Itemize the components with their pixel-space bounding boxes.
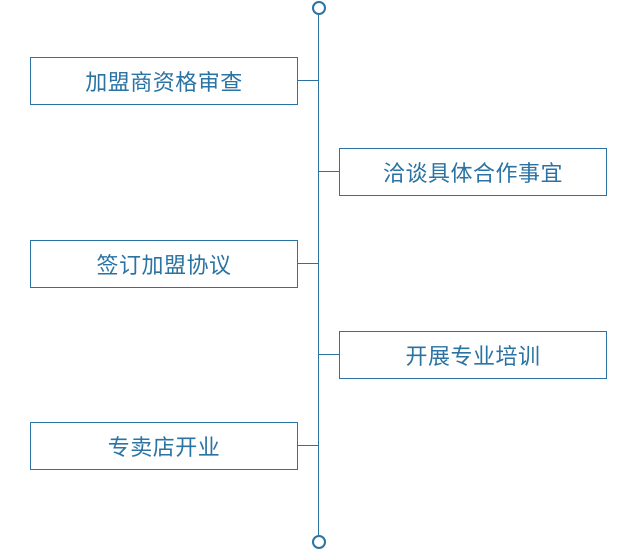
- step-label: 加盟商资格审查: [85, 71, 243, 96]
- step-label: 洽谈具体合作事宜: [382, 162, 563, 187]
- step-connector: [319, 171, 340, 172]
- step-connector: [319, 354, 340, 355]
- timeline-end-node-icon: [312, 535, 326, 549]
- timeline-start-node-icon: [312, 1, 326, 15]
- step-box-sign-agreement: 签订加盟协议: [30, 240, 298, 288]
- step-box-store-opening: 专卖店开业: [30, 422, 298, 470]
- timeline-axis: [318, 15, 319, 535]
- step-box-negotiate-cooperation: 洽谈具体合作事宜: [339, 148, 607, 196]
- step-connector: [298, 445, 319, 446]
- step-connector: [298, 80, 319, 81]
- step-box-professional-training: 开展专业培训: [339, 331, 607, 379]
- step-label: 签订加盟协议: [96, 254, 232, 279]
- step-label: 开展专业培训: [405, 345, 541, 370]
- step-connector: [298, 263, 319, 264]
- step-box-qualification-review: 加盟商资格审查: [30, 57, 298, 105]
- step-label: 专卖店开业: [107, 436, 221, 461]
